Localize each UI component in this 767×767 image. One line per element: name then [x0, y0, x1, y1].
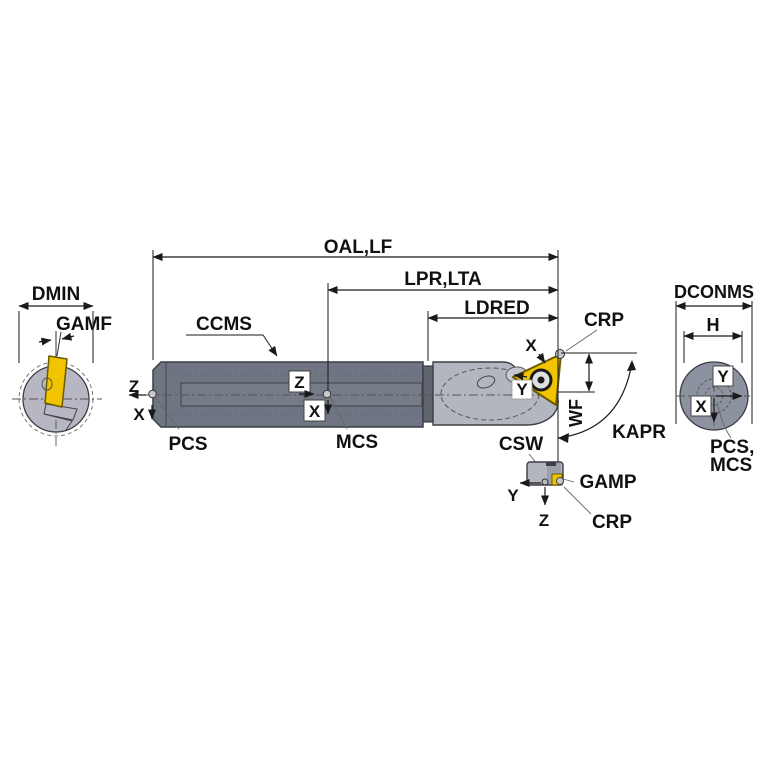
- dimension-kapr: KAPR: [557, 360, 666, 443]
- mcs-z-box: [288, 370, 311, 393]
- bottom-origin-point: [541, 478, 549, 486]
- pcs-label: PCS: [168, 434, 207, 455]
- right-x-box: [690, 395, 712, 417]
- kapr-arrow-bottom: [558, 433, 569, 443]
- left-section-view: GAMF DMIN: [12, 284, 112, 447]
- h-label: H: [707, 315, 720, 335]
- ccms-leader: [262, 334, 278, 357]
- wf-label: WF: [566, 399, 586, 427]
- insert-x-axis-arrow: [536, 352, 546, 364]
- bottom-z-axis-label: Z: [539, 511, 549, 530]
- pcs-z-axis-label: Z: [129, 377, 139, 396]
- kapr-arrow-top: [627, 360, 636, 371]
- pcs-x-axis-label: X: [133, 405, 145, 424]
- pcs-leader: [154, 396, 180, 430]
- pcs-point: [148, 389, 157, 399]
- gamf-arrow-left: [38, 337, 52, 346]
- dmin-label: DMIN: [32, 284, 81, 305]
- lpr-label: LPR,LTA: [404, 269, 482, 290]
- mcs-leader: [329, 396, 348, 430]
- gamp-label: GAMP: [580, 472, 637, 493]
- mcs-callout: MCS Z X: [288, 370, 378, 453]
- left-insert-screw-hole: [41, 377, 53, 391]
- gamf-label: GAMF: [56, 314, 112, 335]
- mcs-x-axis-label: X: [309, 402, 321, 421]
- dconms-label: DCONMS: [674, 282, 754, 302]
- dimension-oal: OAL,LF: [152, 237, 559, 462]
- right-pcs-label: PCS,: [710, 437, 754, 458]
- crp-callout: CRP X Y: [511, 310, 624, 400]
- head-top-view-notch: [546, 462, 556, 466]
- pcs-callout: PCS Z X: [128, 377, 208, 455]
- right-mcs-label: MCS: [710, 455, 752, 476]
- left-insert: [44, 355, 68, 408]
- mcs-label: MCS: [336, 432, 378, 453]
- bottom-detail-view: Y Z GAMP CRP: [507, 461, 637, 533]
- crp-label: CRP: [584, 310, 624, 331]
- kapr-arc: [557, 361, 633, 439]
- insert-screw-center: [537, 376, 545, 384]
- dimension-ldred: LDRED: [427, 298, 559, 361]
- right-x-axis-label: X: [695, 397, 707, 416]
- neck: [422, 365, 434, 423]
- dimension-lpr: LPR,LTA: [327, 269, 559, 390]
- gamf-arrow-right: [61, 332, 75, 341]
- bottom-crp-leader: [563, 486, 592, 515]
- insert-x-axis-label: X: [525, 336, 537, 355]
- gamp-leader: [562, 478, 575, 483]
- bottom-crp-label: CRP: [592, 512, 632, 533]
- crp-point: [555, 349, 565, 359]
- right-section-view: DCONMS H Y X PCS, MCS: [674, 282, 754, 476]
- insert-y-axis-label: Y: [516, 380, 528, 399]
- right-y-box: [712, 365, 734, 387]
- gamf-ref-tilted: [56, 331, 62, 357]
- ldred-label: LDRED: [464, 298, 529, 319]
- bottom-crp-point: [556, 477, 564, 485]
- mcs-point: [322, 389, 332, 399]
- right-y-axis-label: Y: [717, 367, 729, 386]
- insert-y-axis-arrow: [513, 372, 528, 381]
- head-small-hole: [476, 375, 496, 389]
- mcs-z-axis-label: Z: [294, 373, 304, 392]
- right-pcs-mcs-leader: [716, 401, 732, 439]
- left-pocket-step2: [43, 413, 73, 431]
- csw-label: CSW: [499, 434, 543, 455]
- oal-label: OAL,LF: [324, 237, 393, 258]
- kapr-label: KAPR: [612, 422, 666, 443]
- dimension-wf: WF: [558, 352, 637, 427]
- left-pocket-step1: [43, 403, 78, 421]
- main-side-view: [146, 349, 565, 428]
- ccms-label: CCMS: [196, 314, 252, 335]
- ccms-callout: CCMS: [186, 314, 278, 357]
- crp-leader: [565, 329, 598, 352]
- bottom-y-axis-label: Y: [507, 486, 519, 505]
